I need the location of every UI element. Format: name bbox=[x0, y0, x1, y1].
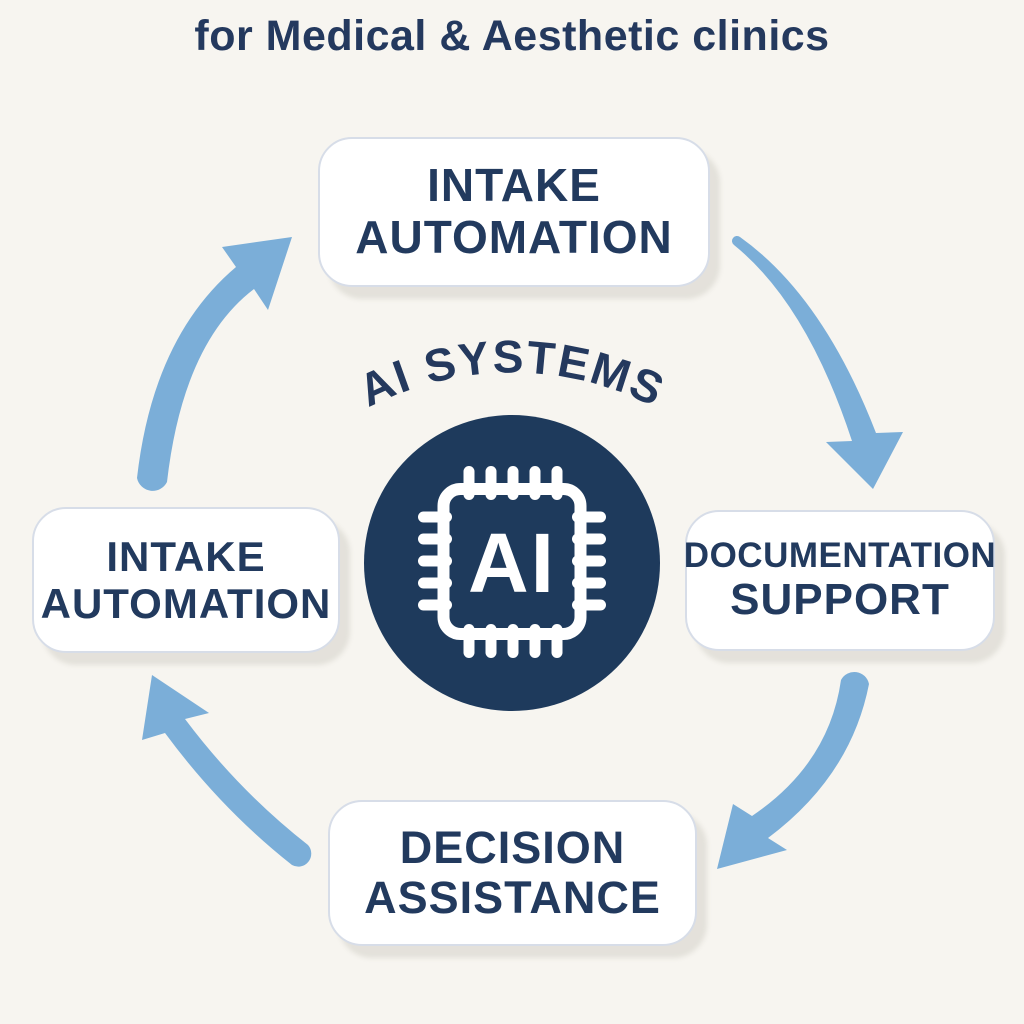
chip-body bbox=[437, 483, 587, 640]
arrow-bottom-to-left-icon bbox=[142, 675, 312, 867]
node-label-line: AUTOMATION bbox=[40, 580, 332, 627]
node-decision-assistance: DECISION ASSISTANCE bbox=[328, 800, 697, 946]
arrow-left-to-top-icon bbox=[137, 237, 292, 491]
node-label-line: AUTOMATION bbox=[355, 211, 673, 263]
chip-badge-circle bbox=[364, 415, 660, 711]
node-label-line: ASSISTANCE bbox=[364, 872, 661, 923]
node-intake-automation-left: INTAKE AUTOMATION bbox=[32, 507, 340, 653]
node-label-line: DOCUMENTATION bbox=[683, 536, 997, 576]
arrow-top-to-right-icon bbox=[732, 236, 903, 489]
chip-label: AI bbox=[468, 516, 556, 610]
node-label-line: DECISION bbox=[399, 821, 626, 873]
arrow-right-to-bottom-icon bbox=[717, 671, 869, 869]
node-label-line: INTAKE bbox=[427, 159, 601, 212]
node-label-line: INTAKE bbox=[106, 532, 266, 580]
node-documentation-support: DOCUMENTATION SUPPORT bbox=[683, 510, 997, 651]
page-title: for Medical & Aesthetic clinics bbox=[194, 12, 830, 60]
arc-heading: AI SYSTEMS bbox=[351, 330, 674, 416]
ai-chip-icon: AI bbox=[364, 415, 660, 711]
cycle-arrows bbox=[137, 236, 903, 869]
node-intake-automation-top: INTAKE AUTOMATION bbox=[318, 137, 710, 287]
node-label-line: SUPPORT bbox=[730, 575, 950, 625]
